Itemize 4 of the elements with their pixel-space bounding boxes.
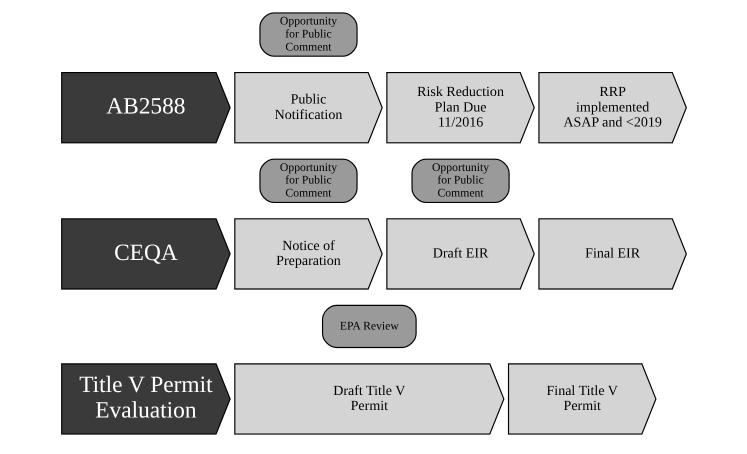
node-box: Opportunity for Public Comment: [258, 158, 358, 204]
node-box: Opportunity for Public Comment: [258, 12, 358, 57]
node-box: EPA Review: [321, 304, 416, 348]
node-box: Opportunity for Public Comment: [410, 158, 510, 204]
